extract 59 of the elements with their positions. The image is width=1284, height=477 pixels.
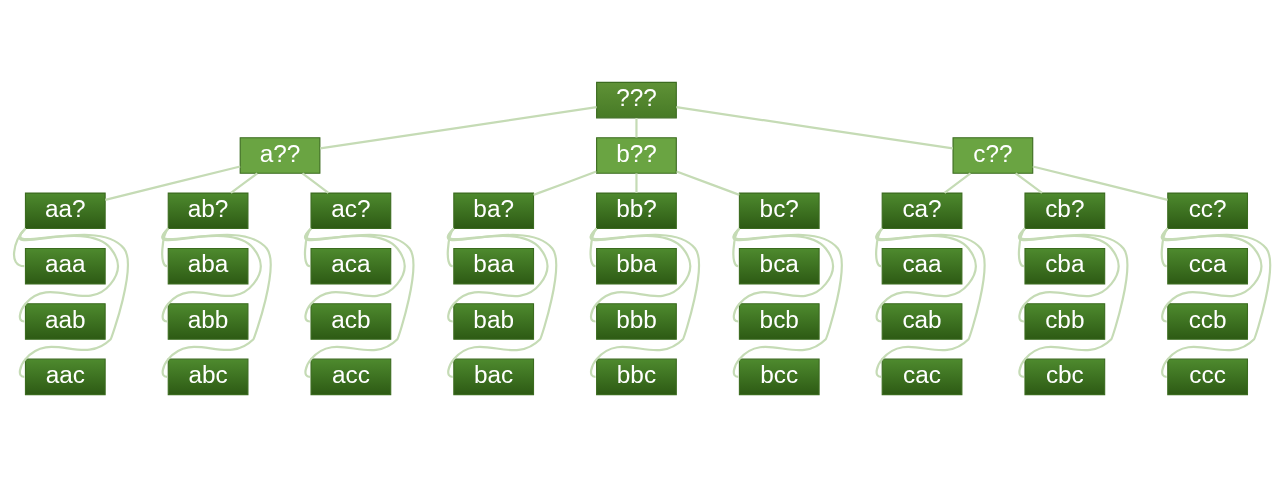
connector [446, 227, 455, 268]
node-box: acb [310, 303, 392, 340]
connector [635, 173, 638, 193]
node-box: cba [1024, 247, 1106, 285]
node-box: aa? [24, 192, 106, 230]
node-box: bab [453, 303, 535, 340]
connector [1160, 227, 1169, 268]
node-box: aba [167, 247, 249, 285]
node-box: a?? [239, 137, 321, 174]
node-box: cac [881, 358, 963, 396]
node-box: ac? [310, 192, 392, 230]
connector [676, 106, 953, 150]
node-box: ccc [1167, 358, 1249, 396]
node-box: cab [881, 303, 963, 340]
node-box: cb? [1024, 192, 1106, 230]
connector [447, 227, 558, 378]
node-box: aaa [24, 247, 106, 285]
node-box: bc? [738, 192, 820, 230]
connector [301, 172, 330, 194]
node-box: baa [453, 247, 535, 285]
node-box: cbc [1024, 358, 1106, 396]
node-box: acc [310, 358, 392, 396]
connector [676, 170, 740, 196]
node-box: bbb [596, 303, 677, 340]
node-box: aac [24, 358, 106, 396]
connector [635, 118, 638, 138]
connector [230, 172, 258, 194]
node-box: bca [738, 247, 820, 285]
connector [589, 227, 598, 268]
connector [943, 172, 972, 194]
connector [732, 227, 843, 378]
node-box: ba? [453, 192, 535, 230]
connector [1032, 165, 1168, 201]
node-box: abc [167, 358, 249, 396]
connector [18, 227, 129, 378]
connector [875, 227, 986, 378]
node-box: ccb [1167, 303, 1249, 340]
node-box: c?? [952, 137, 1034, 174]
node-box: abb [167, 303, 249, 340]
node-box: bba [596, 247, 677, 285]
node-box: bb? [596, 192, 677, 230]
node-box: cc? [1167, 192, 1249, 230]
node-box: aab [24, 303, 106, 340]
node-box: cca [1167, 247, 1249, 285]
node-box: ??? [596, 81, 677, 119]
node-box: aca [310, 247, 392, 285]
connector [533, 170, 597, 196]
node-box: ca? [881, 192, 963, 230]
connector [320, 106, 597, 150]
node-box: b?? [596, 137, 677, 174]
connector [105, 165, 241, 201]
node-box: bac [453, 358, 535, 396]
node-box: bcb [738, 303, 820, 340]
node-box: cbb [1024, 303, 1106, 340]
node-box: bcc [738, 358, 820, 396]
connector [1015, 172, 1043, 194]
node-box: caa [881, 247, 963, 285]
node-box: bbc [596, 358, 677, 396]
node-box: ab? [167, 192, 249, 230]
